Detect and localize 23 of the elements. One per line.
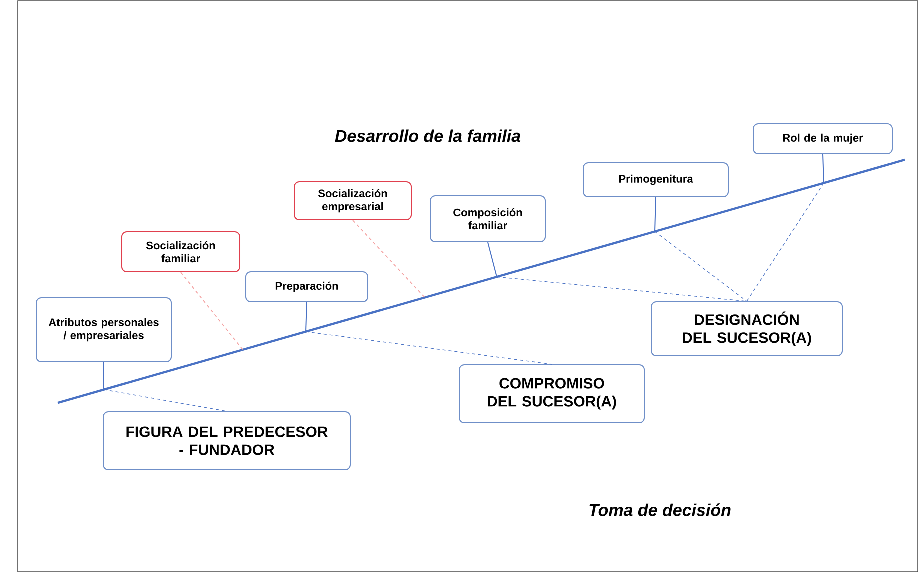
connector-line <box>306 302 308 332</box>
text-box: Composición familiar <box>430 196 546 242</box>
family-heading: Desarrollo de la familia <box>335 130 521 142</box>
text-box: DESIGNACIÓN DEL SUCESOR(A) <box>651 302 843 356</box>
text-box: Primogenitura <box>583 162 729 198</box>
text-box: Preparación <box>246 272 368 302</box>
connector-line <box>488 242 498 278</box>
connector-line <box>654 197 656 232</box>
text-box: Socialización familiar <box>122 232 240 272</box>
dashed-connector <box>654 231 748 302</box>
dashed-connector <box>180 272 244 350</box>
dashed-connector <box>496 276 748 302</box>
dashed-connector <box>746 182 824 302</box>
connector-line <box>822 154 825 184</box>
dashed-connector <box>352 220 426 298</box>
text-box: Socialización empresarial <box>294 182 412 220</box>
dashed-connector <box>306 332 552 365</box>
text-box: Atributos personales / empresariales <box>36 298 172 362</box>
text-box: COMPROMISO DEL SUCESOR(A) <box>459 364 645 424</box>
decision-heading: Toma de decisión <box>590 504 731 516</box>
dashed-connector <box>104 389 228 412</box>
text-box: Rol de la mujer <box>753 124 893 154</box>
text-box: FIGURA DEL PREDECESOR - FUNDADOR <box>103 412 351 470</box>
